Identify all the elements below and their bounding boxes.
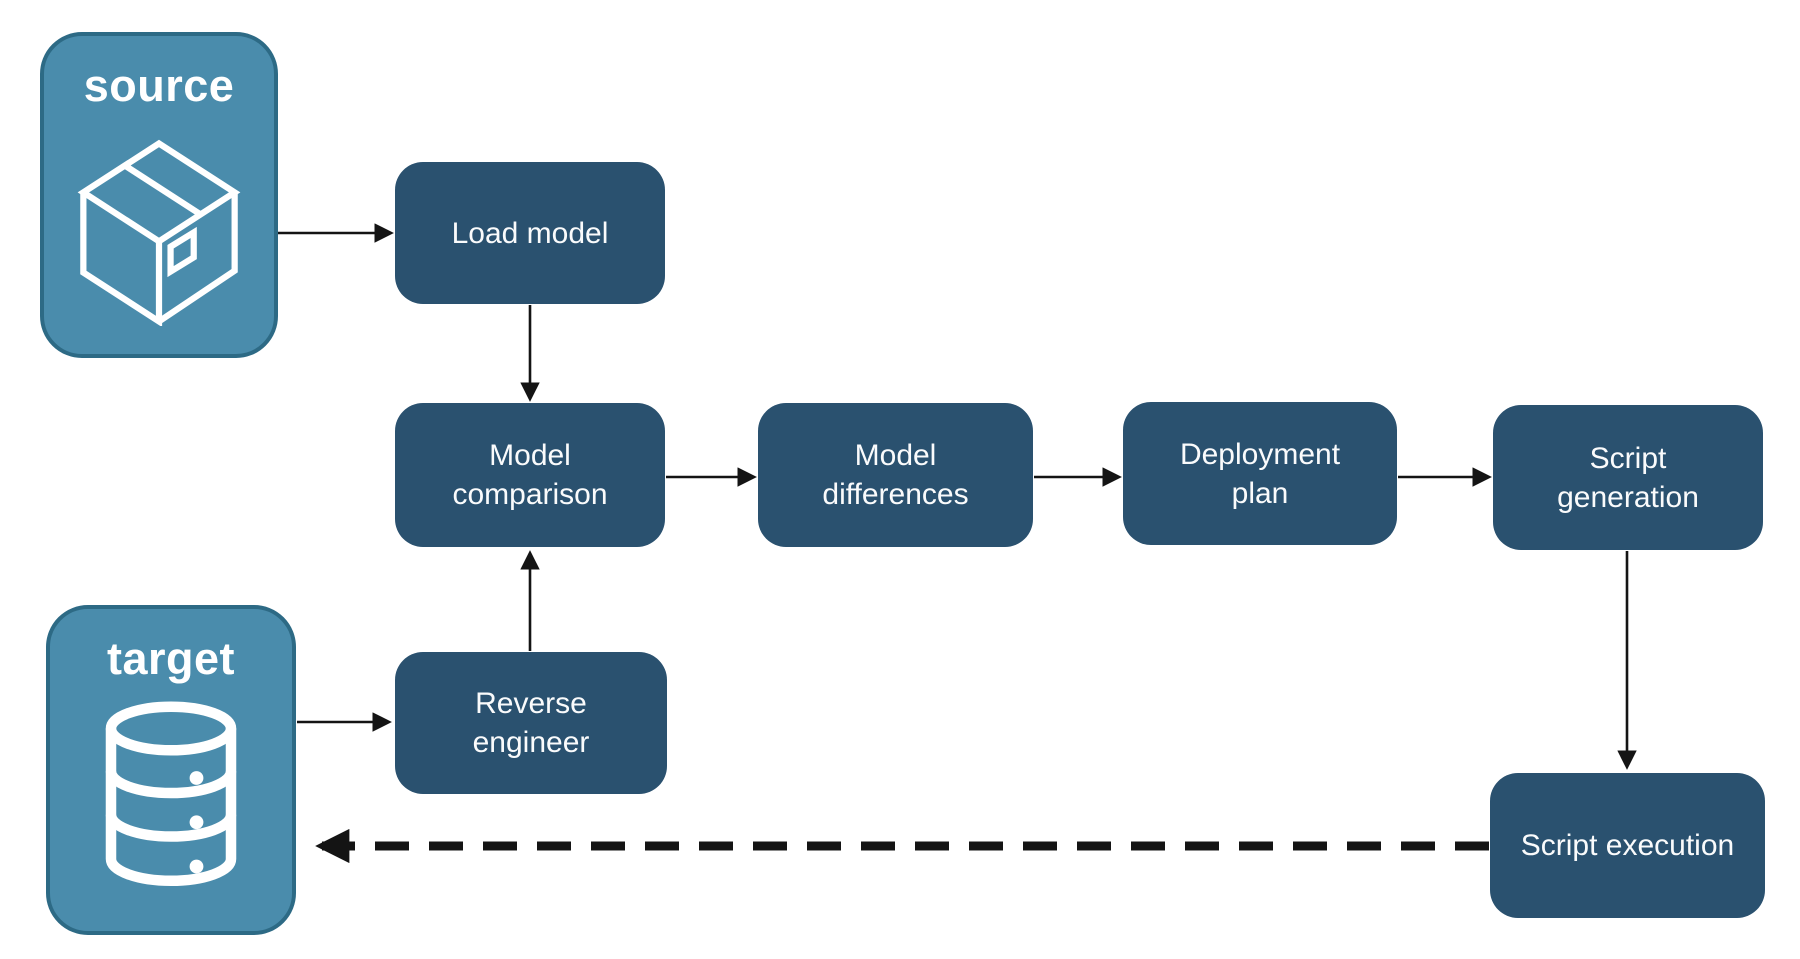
load-model-label: Load model	[451, 216, 609, 250]
database-icon	[105, 701, 237, 886]
node-script-generation: Script generation	[1493, 405, 1763, 550]
script-generation-label: Script generation	[1557, 441, 1699, 514]
node-source: source	[40, 32, 278, 358]
node-model-differences: Model differences	[758, 403, 1033, 547]
node-target: target	[46, 605, 296, 935]
node-script-execution: Script execution	[1490, 773, 1765, 918]
deployment-plan-label: Deployment plan	[1179, 437, 1341, 510]
node-reverse-engineer: Reverse engineer	[395, 652, 667, 794]
node-load-model: Load model	[395, 162, 665, 304]
node-deployment-plan: Deployment plan	[1123, 402, 1397, 545]
node-model-comparison: Model comparison	[395, 403, 665, 547]
reverse-engineer-label: Reverse engineer	[472, 687, 590, 759]
model-differences-label: Model differences	[822, 439, 969, 511]
target-label: target	[106, 633, 236, 684]
model-comparison-label: Model comparison	[452, 439, 608, 511]
package-icon	[77, 139, 241, 326]
script-execution-label: Script execution	[1520, 829, 1735, 862]
source-label: source	[83, 60, 235, 111]
